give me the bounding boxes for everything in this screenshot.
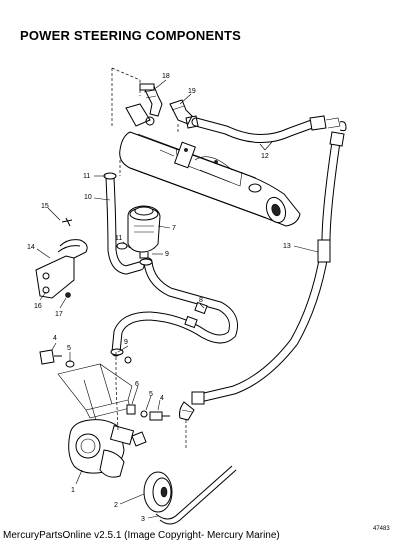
fasteners-4-5-6 bbox=[124, 356, 170, 421]
assembly-dashes bbox=[111, 67, 187, 448]
hose-12 bbox=[185, 115, 347, 144]
callout-17: 17 bbox=[55, 311, 63, 318]
callout-5-left: 5 bbox=[67, 345, 71, 352]
pulley-2 bbox=[143, 471, 173, 513]
diagram-title: POWER STEERING COMPONENTS bbox=[20, 28, 241, 43]
callout-4-right: 4 bbox=[160, 395, 164, 402]
callout-11-lower: 11 bbox=[115, 235, 122, 242]
leader-lines bbox=[36, 79, 319, 519]
callout-12: 12 bbox=[261, 153, 269, 160]
callout-9-lower: 9 bbox=[124, 339, 128, 346]
hose-13 bbox=[179, 131, 345, 421]
hose-8 bbox=[110, 257, 238, 357]
pump-1 bbox=[68, 419, 147, 478]
callout-5-right: 5 bbox=[149, 391, 153, 398]
callout-10: 10 bbox=[84, 194, 92, 201]
callout-numbers: 18 19 11 10 12 15 7 11 9 14 13 16 17 8 9… bbox=[27, 73, 390, 532]
callout-3: 3 bbox=[141, 516, 145, 523]
reservoir-7 bbox=[127, 205, 161, 259]
callout-18: 18 bbox=[162, 73, 170, 80]
figure-number: 47483 bbox=[373, 526, 390, 532]
bracket-14 bbox=[35, 217, 88, 299]
pump-bracket bbox=[39, 349, 133, 421]
hose-10 bbox=[103, 172, 145, 275]
callout-9-upper: 9 bbox=[165, 251, 169, 258]
callout-13: 13 bbox=[283, 243, 291, 250]
callout-16: 16 bbox=[34, 303, 42, 310]
callout-1: 1 bbox=[71, 487, 75, 494]
belt-3 bbox=[155, 465, 237, 525]
fitting-18 bbox=[139, 83, 163, 117]
callout-4-left: 4 bbox=[53, 335, 57, 342]
callout-6: 6 bbox=[135, 381, 139, 388]
copyright-footer: MercuryPartsOnline v2.5.1 (Image Copyrig… bbox=[3, 530, 280, 541]
callout-7: 7 bbox=[172, 225, 176, 232]
callout-14: 14 bbox=[27, 244, 35, 251]
callout-19: 19 bbox=[188, 88, 196, 95]
callout-15: 15 bbox=[41, 203, 49, 210]
callout-8: 8 bbox=[199, 297, 203, 304]
callout-11-upper: 11 bbox=[83, 173, 90, 180]
fitting-19 bbox=[169, 99, 193, 125]
power-cylinder bbox=[119, 103, 301, 227]
callout-2: 2 bbox=[114, 502, 118, 509]
